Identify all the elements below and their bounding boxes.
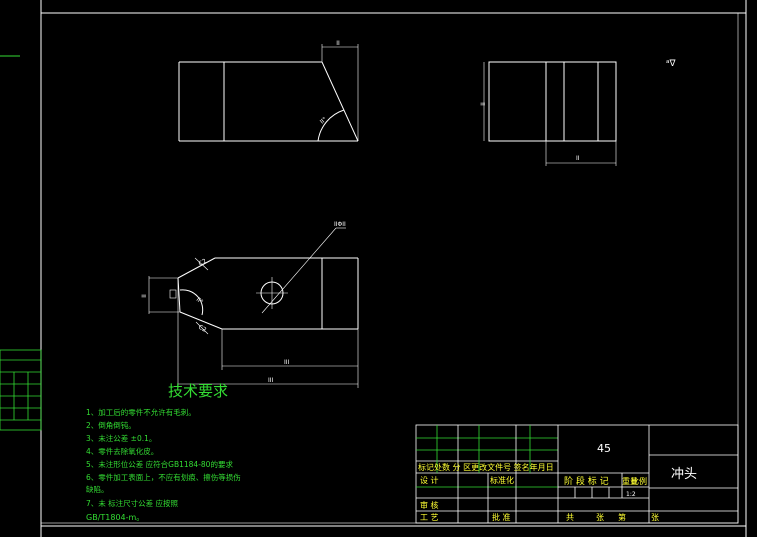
review-label: 审 核 <box>420 500 439 510</box>
tech-requirements-title: 技术要求 <box>168 382 228 400</box>
dim-chamfer-2: C2 <box>197 324 208 334</box>
tech-requirements-list: 1、加工后的零件不允许有毛刺。 2、倒角倒钝。 3、未注公差 ±0.1。 4、零… <box>86 407 241 522</box>
process-label: 工 艺 <box>420 513 439 522</box>
plan-view <box>148 227 359 388</box>
surface-roughness-icon: ᵃ∇ <box>666 59 677 69</box>
total-label: 共 <box>566 513 574 522</box>
sheet-unit-label: 张 <box>651 513 659 522</box>
title-block-text: 45 冲头 标记处数 分 区更改文件号 签名年月日 设 计 标准化 阶 段 标 … <box>418 442 697 522</box>
dim-chamfer-1: C2 <box>198 258 209 268</box>
sheets-label: 张 <box>596 513 604 522</box>
requirement-item: GB/T1804-m。 <box>86 513 144 522</box>
scale-label: 比例 <box>631 476 647 486</box>
requirement-item: 缺陷。 <box>86 484 109 494</box>
dim-plan-bottom-overall: III <box>268 377 274 384</box>
material-label: 45 <box>597 442 611 455</box>
approve-label: 批 准 <box>492 512 511 522</box>
requirement-item: 4、零件去除氧化皮。 <box>86 446 158 456</box>
front-view <box>178 44 359 142</box>
dim-side-bottom: II <box>576 155 580 162</box>
weight-label: 重量 <box>622 476 638 486</box>
requirement-item: 6、零件加工表面上，不应有划痕、擦伤等损伤 <box>86 472 241 482</box>
requirement-item: 3、未注公差 ±0.1。 <box>86 433 156 443</box>
design-label: 设 计 <box>420 475 439 485</box>
dim-plan-bottom-inner: III <box>284 359 290 366</box>
sheet-no-label: 第 <box>618 512 626 522</box>
requirement-item: 5、未注形位公差 应符合GB1184-80的要求 <box>86 459 233 469</box>
stage-mark-label: 阶 段 标 记 <box>564 475 609 487</box>
dim-plan-height: II <box>141 294 148 298</box>
side-view <box>483 61 617 166</box>
left-margin-table <box>0 349 42 431</box>
standardize-label: 标准化 <box>490 475 514 485</box>
revision-header: 标记处数 分 区更改文件号 签名年月日 <box>418 462 554 472</box>
requirement-item: 7、未 标注尺寸公差 应按照 <box>86 498 179 508</box>
requirement-item: 1、加工后的零件不允许有毛刺。 <box>86 407 196 417</box>
scale-value: 1:2 <box>626 491 636 498</box>
requirement-item: 2、倒角倒钝。 <box>86 420 136 430</box>
dim-front-top: II <box>336 40 340 47</box>
part-name: 冲头 <box>671 467 697 482</box>
dim-hole: IIΦII <box>334 221 346 228</box>
dim-side-height: II <box>480 102 487 106</box>
dim-plan-arc: II° <box>195 296 205 306</box>
title-block <box>415 424 739 524</box>
dim-front-arc: II° <box>319 116 329 126</box>
